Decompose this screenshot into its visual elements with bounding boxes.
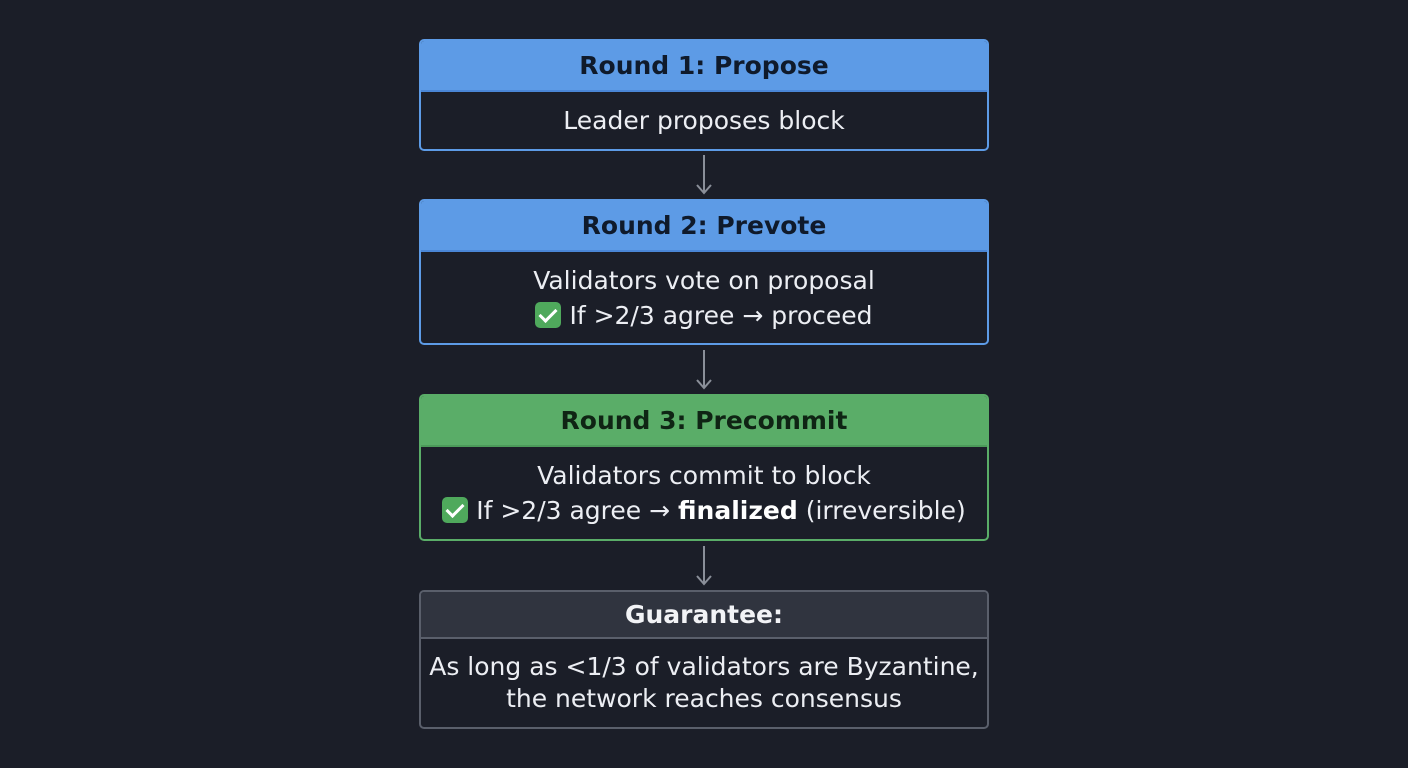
- round-2-body: Validators vote on proposal If >2/3 agre…: [421, 252, 987, 343]
- right-arrow-glyph: →: [742, 300, 764, 330]
- guarantee-line-1: As long as <1/3 of validators are Byzant…: [429, 652, 979, 681]
- guarantee-line-2: the network reaches consensus: [506, 684, 902, 713]
- guarantee-body: As long as <1/3 of validators are Byzant…: [421, 639, 987, 727]
- round-3-result-note: (irreversible): [805, 496, 966, 525]
- check-mark-icon: [442, 497, 469, 523]
- check-mark-icon: [535, 301, 562, 328]
- round-3-description: Validators commit to block: [537, 461, 871, 490]
- round-3-condition-text: If >2/3 agree: [476, 496, 642, 525]
- arrow-down-icon: [696, 153, 712, 197]
- round-3-box: Round 3: Precommit Validators commit to …: [419, 394, 989, 541]
- round-3-body: Validators commit to block If >2/3 agree…: [421, 447, 987, 539]
- round-2-description: Validators vote on proposal: [533, 265, 875, 295]
- arrow-down-icon: [696, 544, 712, 588]
- round-2-result: proceed: [771, 300, 873, 330]
- round-3-title: Round 3: Precommit: [421, 396, 987, 447]
- round-2-box: Round 2: Prevote Validators vote on prop…: [419, 199, 989, 345]
- guarantee-box: Guarantee: As long as <1/3 of validators…: [419, 590, 989, 729]
- right-arrow-glyph: →: [649, 496, 671, 525]
- round-1-description: Leader proposes block: [563, 106, 845, 135]
- round-1-title: Round 1: Propose: [421, 41, 987, 92]
- round-2-condition: If >2/3 agree → proceed: [535, 298, 873, 333]
- round-2-title: Round 2: Prevote: [421, 201, 987, 252]
- round-1-box: Round 1: Propose Leader proposes block: [419, 39, 989, 151]
- round-3-result: finalized: [678, 496, 798, 525]
- round-1-body: Leader proposes block: [421, 92, 987, 149]
- arrow-down-icon: [696, 348, 712, 392]
- round-3-condition: If >2/3 agree → finalized (irreversible): [442, 493, 966, 528]
- guarantee-title: Guarantee:: [421, 592, 987, 639]
- round-2-condition-text: If >2/3 agree: [569, 300, 735, 330]
